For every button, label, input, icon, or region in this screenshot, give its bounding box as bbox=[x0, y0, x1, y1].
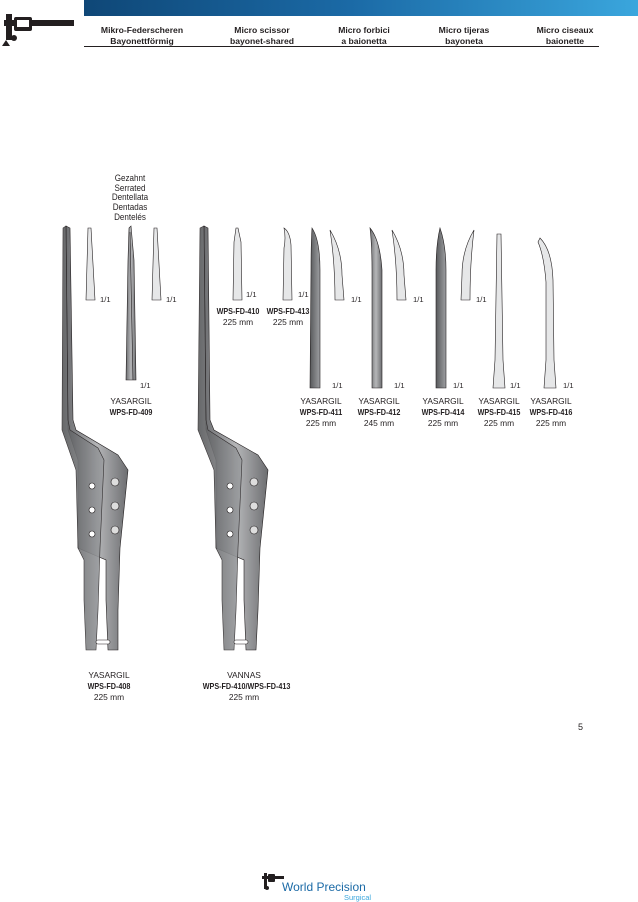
caption-fd412: YASARGIL WPS-FD-412 245 mm bbox=[357, 396, 401, 428]
header-bar bbox=[0, 0, 638, 16]
footer-caliper-icon bbox=[262, 873, 284, 890]
caption-fd409: YASARGIL WPS-FD-409 bbox=[109, 396, 153, 417]
scale-label: 1/1 bbox=[476, 295, 487, 304]
tip-detail-413 bbox=[282, 227, 293, 301]
instrument-fd409 bbox=[125, 225, 162, 381]
footer-brand-sub: Surgical bbox=[344, 893, 372, 902]
header-rule bbox=[84, 46, 599, 47]
scale-label: 1/1 bbox=[332, 381, 343, 390]
caption-fd413: WPS-FD-413 225 mm bbox=[266, 306, 310, 327]
instrument-fd408 bbox=[61, 225, 129, 651]
instrument-fd414 bbox=[435, 226, 475, 389]
scale-label: 1/1 bbox=[453, 381, 464, 390]
scale-label: 1/1 bbox=[413, 295, 424, 304]
caption-vannas: VANNAS WPS-FD-410/WPS-FD-413 225 mm bbox=[202, 670, 291, 702]
caption-fd411: YASARGIL WPS-FD-411 225 mm bbox=[299, 396, 343, 428]
scale-label: 1/1 bbox=[510, 381, 521, 390]
scale-label: 1/1 bbox=[563, 381, 574, 390]
caption-fd414: YASARGIL WPS-FD-414 225 mm bbox=[421, 396, 465, 428]
scale-label: 1/1 bbox=[140, 381, 151, 390]
tip-detail-410 bbox=[232, 227, 243, 301]
page-number: 5 bbox=[578, 722, 584, 732]
caption-fd416: YASARGIL WPS-FD-416 225 mm bbox=[529, 396, 573, 428]
caption-fd408: YASARGIL WPS-FD-408 225 mm bbox=[87, 670, 131, 702]
instrument-fd415 bbox=[492, 233, 506, 389]
scale-label: 1/1 bbox=[246, 290, 257, 299]
scale-label: 1/1 bbox=[394, 381, 405, 390]
footer-brand: World Precision bbox=[282, 880, 366, 894]
instrument-fd411 bbox=[309, 227, 345, 389]
caption-fd415: YASARGIL WPS-FD-415 225 mm bbox=[477, 396, 521, 428]
caliper-logo-icon bbox=[0, 0, 84, 46]
instrument-vannas bbox=[197, 225, 269, 651]
serrated-note: Gezahnt Serrated Dentellata Dentadas Den… bbox=[111, 172, 149, 222]
instrument-fd416 bbox=[537, 237, 557, 389]
scale-label: 1/1 bbox=[298, 290, 309, 299]
scale-label: 1/1 bbox=[100, 295, 111, 304]
instrument-fd412 bbox=[369, 227, 407, 389]
scale-label: 1/1 bbox=[166, 295, 177, 304]
tip-detail-408 bbox=[85, 227, 96, 301]
scale-label: 1/1 bbox=[351, 295, 362, 304]
caption-fd410: WPS-FD-410 225 mm bbox=[216, 306, 260, 327]
